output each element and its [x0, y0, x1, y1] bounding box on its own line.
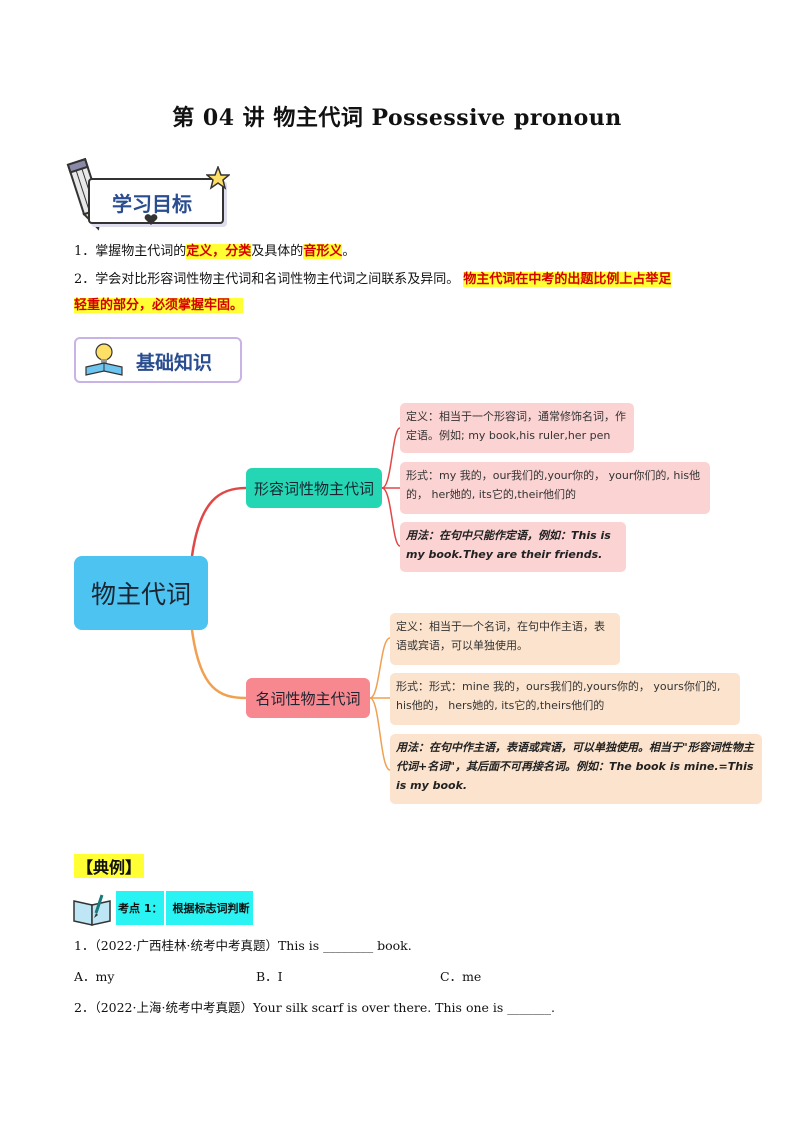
goal-item-2: 2．学会对比形容词性物主代词和名词性物主代词之间联系及异同。 物主代词在中考的出… [74, 270, 734, 290]
question-1-option-c: C．me [440, 969, 482, 984]
kaodian-number: 考点 1： [116, 891, 165, 925]
book-lightbulb-icon [85, 343, 123, 376]
leaf-adj-usage: 用法：在句中只能作定语，例如：This is my book.They are … [400, 522, 626, 572]
leaf-adj-definition: 定义：相当于一个形容词，通常修饰名词，作定语。例如; my book,his r… [400, 403, 634, 453]
question-2: 2．（2022·上海·统考中考真题）Your silk scarf is ove… [74, 1000, 555, 1015]
base-badge: 基础知识 [74, 337, 242, 383]
goal-text: 及具体的 [251, 244, 304, 259]
question-1-option-b: B．I [256, 969, 283, 984]
goal-badge: 学习目标 [88, 178, 224, 224]
goal-item-1: 1．掌握物主代词的定义，分类及具体的音形义。 [74, 242, 734, 262]
goal-highlight: 定义，分类 [186, 244, 252, 259]
goal-badge-label: 学习目标 [112, 192, 192, 216]
open-book-icon [73, 894, 111, 926]
leaf-noun-definition: 定义：相当于一个名词，在句中作主语，表语或宾语，可以单独使用。 [390, 613, 620, 665]
goal-item-2-cont: 轻重的部分，必须掌握牢固。 [74, 296, 734, 316]
kaodian-text: 根据标志词判断 [166, 891, 254, 925]
kaodian-label: 考点 1： 根据标志词判断 [116, 891, 268, 925]
goal-highlight: 物主代词在中考的出题比例上占举足 [463, 272, 672, 287]
goal-text: 1．掌握物主代词的 [74, 244, 187, 259]
page-title: 第 04 讲 物主代词 Possessive pronoun [172, 105, 622, 131]
heart-icon [144, 214, 158, 225]
branch-adjective-possessive: 形容词性物主代词 [246, 468, 382, 508]
goal-highlight: 音形义 [303, 244, 343, 259]
examples-header: 【典例】 [74, 854, 145, 878]
question-1: 1．（2022·广西桂林·统考中考真题）This is ________ boo… [74, 938, 412, 953]
question-1-option-a: A．my [74, 969, 115, 984]
leaf-noun-usage: 用法：在句中作主语，表语或宾语，可以单独使用。相当于"形容词性物主代词+名词"，… [390, 734, 762, 804]
goal-highlight: 轻重的部分，必须掌握牢固。 [74, 298, 244, 313]
leaf-noun-form: 形式：形式：mine 我的，ours我们的,yours你的， yours你们的,… [390, 673, 740, 725]
branch-noun-possessive: 名词性物主代词 [246, 678, 370, 718]
leaf-adj-form: 形式：my 我的，our我们的,your你的， your你们的, his他的， … [400, 462, 710, 514]
star-icon [206, 166, 230, 190]
goal-text: 2．学会对比形容词性物主代词和名词性物主代词之间联系及异同。 [74, 272, 464, 287]
mindmap-center-node: 物主代词 [74, 556, 208, 630]
base-badge-label: 基础知识 [136, 352, 213, 374]
goal-text: 。 [342, 244, 356, 259]
